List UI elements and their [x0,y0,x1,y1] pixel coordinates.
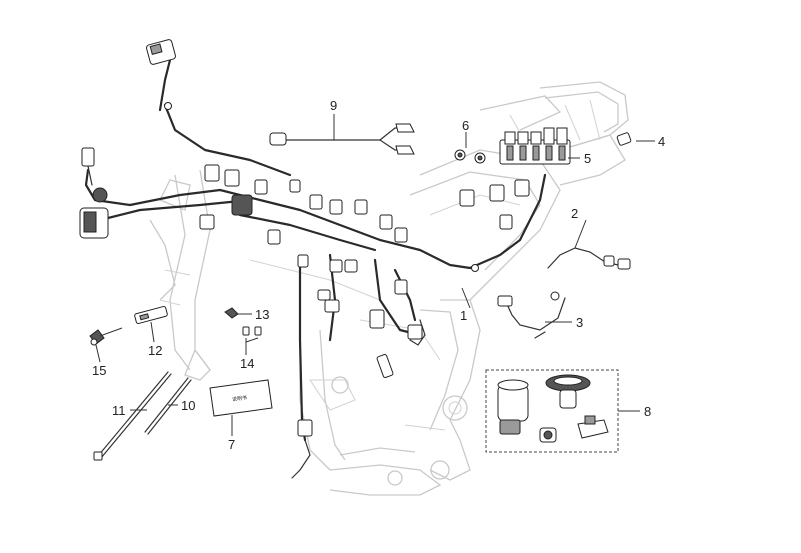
cable-tie-parts [93,371,192,461]
extension-wire-part [269,123,415,155]
fastener-part [224,307,239,319]
manual-card-text: 说明书 [232,394,248,403]
callout-11: 11 [112,403,126,418]
callout-15: 15 [92,363,106,378]
callout-14: 14 [240,356,254,371]
callout-7: 7 [228,437,235,452]
callout-labels: 1 2 3 4 5 6 7 8 9 10 11 12 13 14 15 [92,98,665,452]
lock-set-group [485,369,619,453]
sensor-lead-part [497,291,566,339]
callout-9: 9 [330,98,337,113]
harness-connectors [79,39,530,437]
leader-lines [95,114,655,436]
grommet-part [89,329,105,346]
callout-1: 1 [460,308,467,323]
callout-8: 8 [644,404,651,419]
callout-3: 3 [576,315,583,330]
main-wiring-harness [84,46,547,479]
callout-6: 6 [462,118,469,133]
clip-part [134,305,168,325]
callout-12: 12 [148,343,162,358]
callout-13: 13 [255,307,269,322]
callout-4: 4 [658,134,665,149]
callout-10: 10 [181,398,195,413]
relay-fuse-block [499,127,571,165]
small-connector-part [616,132,632,146]
callout-2: 2 [571,206,578,221]
terminal-parts [242,326,262,336]
callout-5: 5 [584,151,591,166]
nut-parts [454,149,486,164]
wire-lead-part [547,247,631,270]
manual-card-part: 说明书 [209,379,273,417]
